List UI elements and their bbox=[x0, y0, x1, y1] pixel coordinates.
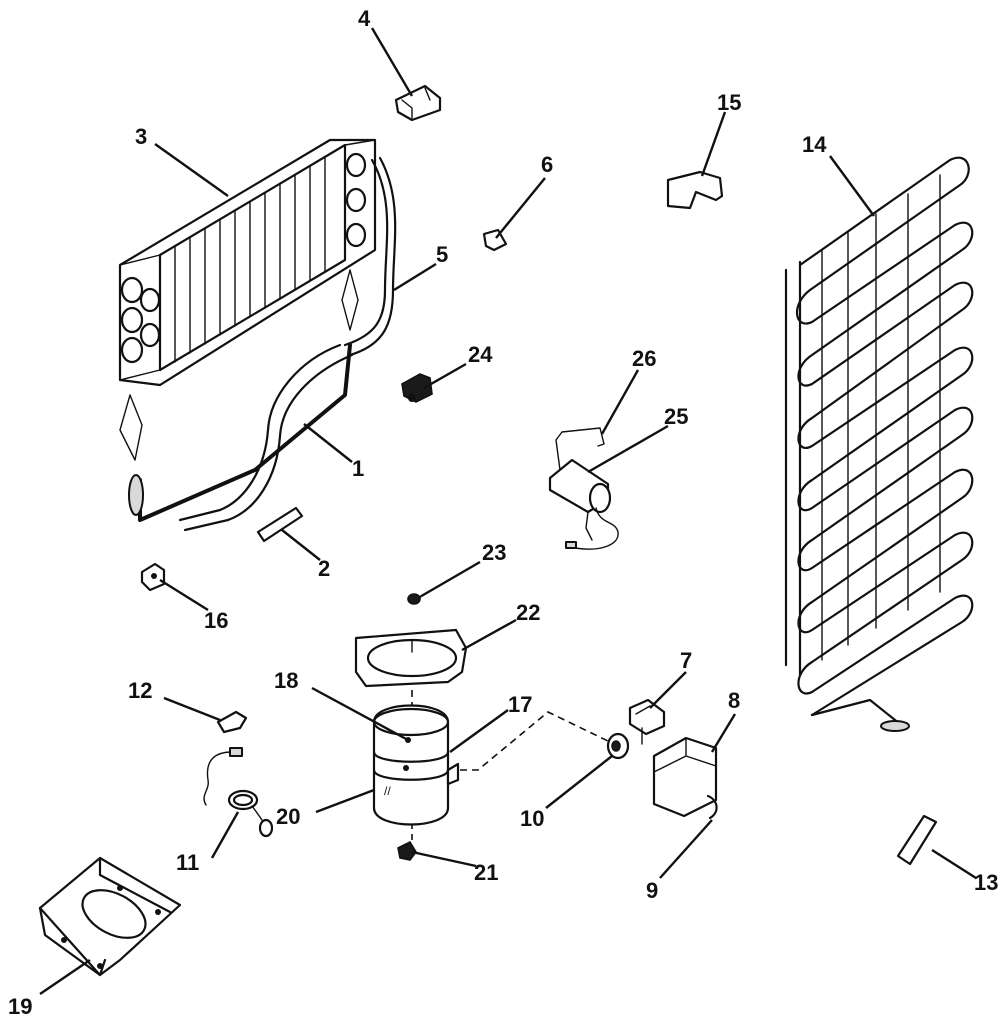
callout-3: 3 bbox=[135, 124, 147, 149]
callout-17: 17 bbox=[508, 692, 532, 717]
bracket-part-15 bbox=[666, 170, 724, 210]
callout-13: 13 bbox=[974, 870, 998, 895]
leader-lines bbox=[39, 27, 977, 995]
callout-24: 24 bbox=[468, 342, 493, 367]
svg-text://: // bbox=[384, 784, 391, 798]
callout-21: 21 bbox=[474, 860, 498, 885]
callout-8: 8 bbox=[728, 688, 740, 713]
callout-22: 22 bbox=[516, 600, 540, 625]
evaporator-part-3 bbox=[118, 138, 377, 461]
callout-1: 1 bbox=[352, 456, 364, 481]
condenser-part-14 bbox=[784, 156, 974, 732]
drier-part-2 bbox=[256, 506, 304, 543]
callout-18: 18 bbox=[274, 668, 298, 693]
compressor-part-20: // bbox=[372, 704, 460, 826]
callout-4: 4 bbox=[358, 6, 371, 31]
foot-part-21 bbox=[397, 840, 417, 861]
wiring-harness-part-11 bbox=[203, 747, 274, 838]
callout-7: 7 bbox=[680, 648, 692, 673]
callout-26: 26 bbox=[632, 346, 656, 371]
clip-part-4 bbox=[394, 84, 442, 122]
callout-20: 20 bbox=[276, 804, 300, 829]
callout-6: 6 bbox=[541, 152, 553, 177]
callout-16: 16 bbox=[204, 608, 228, 633]
suction-tube-part-5 bbox=[343, 156, 397, 357]
overload-part-10 bbox=[606, 732, 630, 760]
callout-23: 23 bbox=[482, 540, 506, 565]
callout-5: 5 bbox=[436, 242, 448, 267]
filter-drier-part-13 bbox=[896, 814, 938, 866]
callout-11: 11 bbox=[176, 850, 199, 875]
grommet-part-16 bbox=[140, 562, 166, 592]
callout-12: 12 bbox=[128, 678, 152, 703]
mounting-plate-part-19 bbox=[38, 856, 182, 977]
callout-2: 2 bbox=[318, 556, 330, 581]
terminal-cover-part-8 bbox=[652, 736, 718, 820]
terminal-clip-part-24 bbox=[401, 373, 433, 403]
relay-part-7 bbox=[628, 698, 666, 745]
capacitor-part-25 bbox=[548, 427, 619, 550]
callout-labels: 4 3 5 6 15 14 24 26 25 1 2 16 23 22 18 1… bbox=[8, 6, 998, 1019]
callout-10: 10 bbox=[520, 806, 544, 831]
nut-part-23 bbox=[407, 593, 421, 605]
heat-exchanger-part-1 bbox=[128, 343, 354, 532]
callout-25: 25 bbox=[664, 404, 688, 429]
callout-19: 19 bbox=[8, 994, 32, 1019]
callout-15: 15 bbox=[717, 90, 741, 115]
shell-part-22 bbox=[354, 628, 468, 688]
callout-14: 14 bbox=[802, 132, 827, 157]
clip-part-12 bbox=[216, 710, 248, 734]
callout-9: 9 bbox=[646, 878, 658, 903]
tab-part-6 bbox=[482, 228, 508, 252]
